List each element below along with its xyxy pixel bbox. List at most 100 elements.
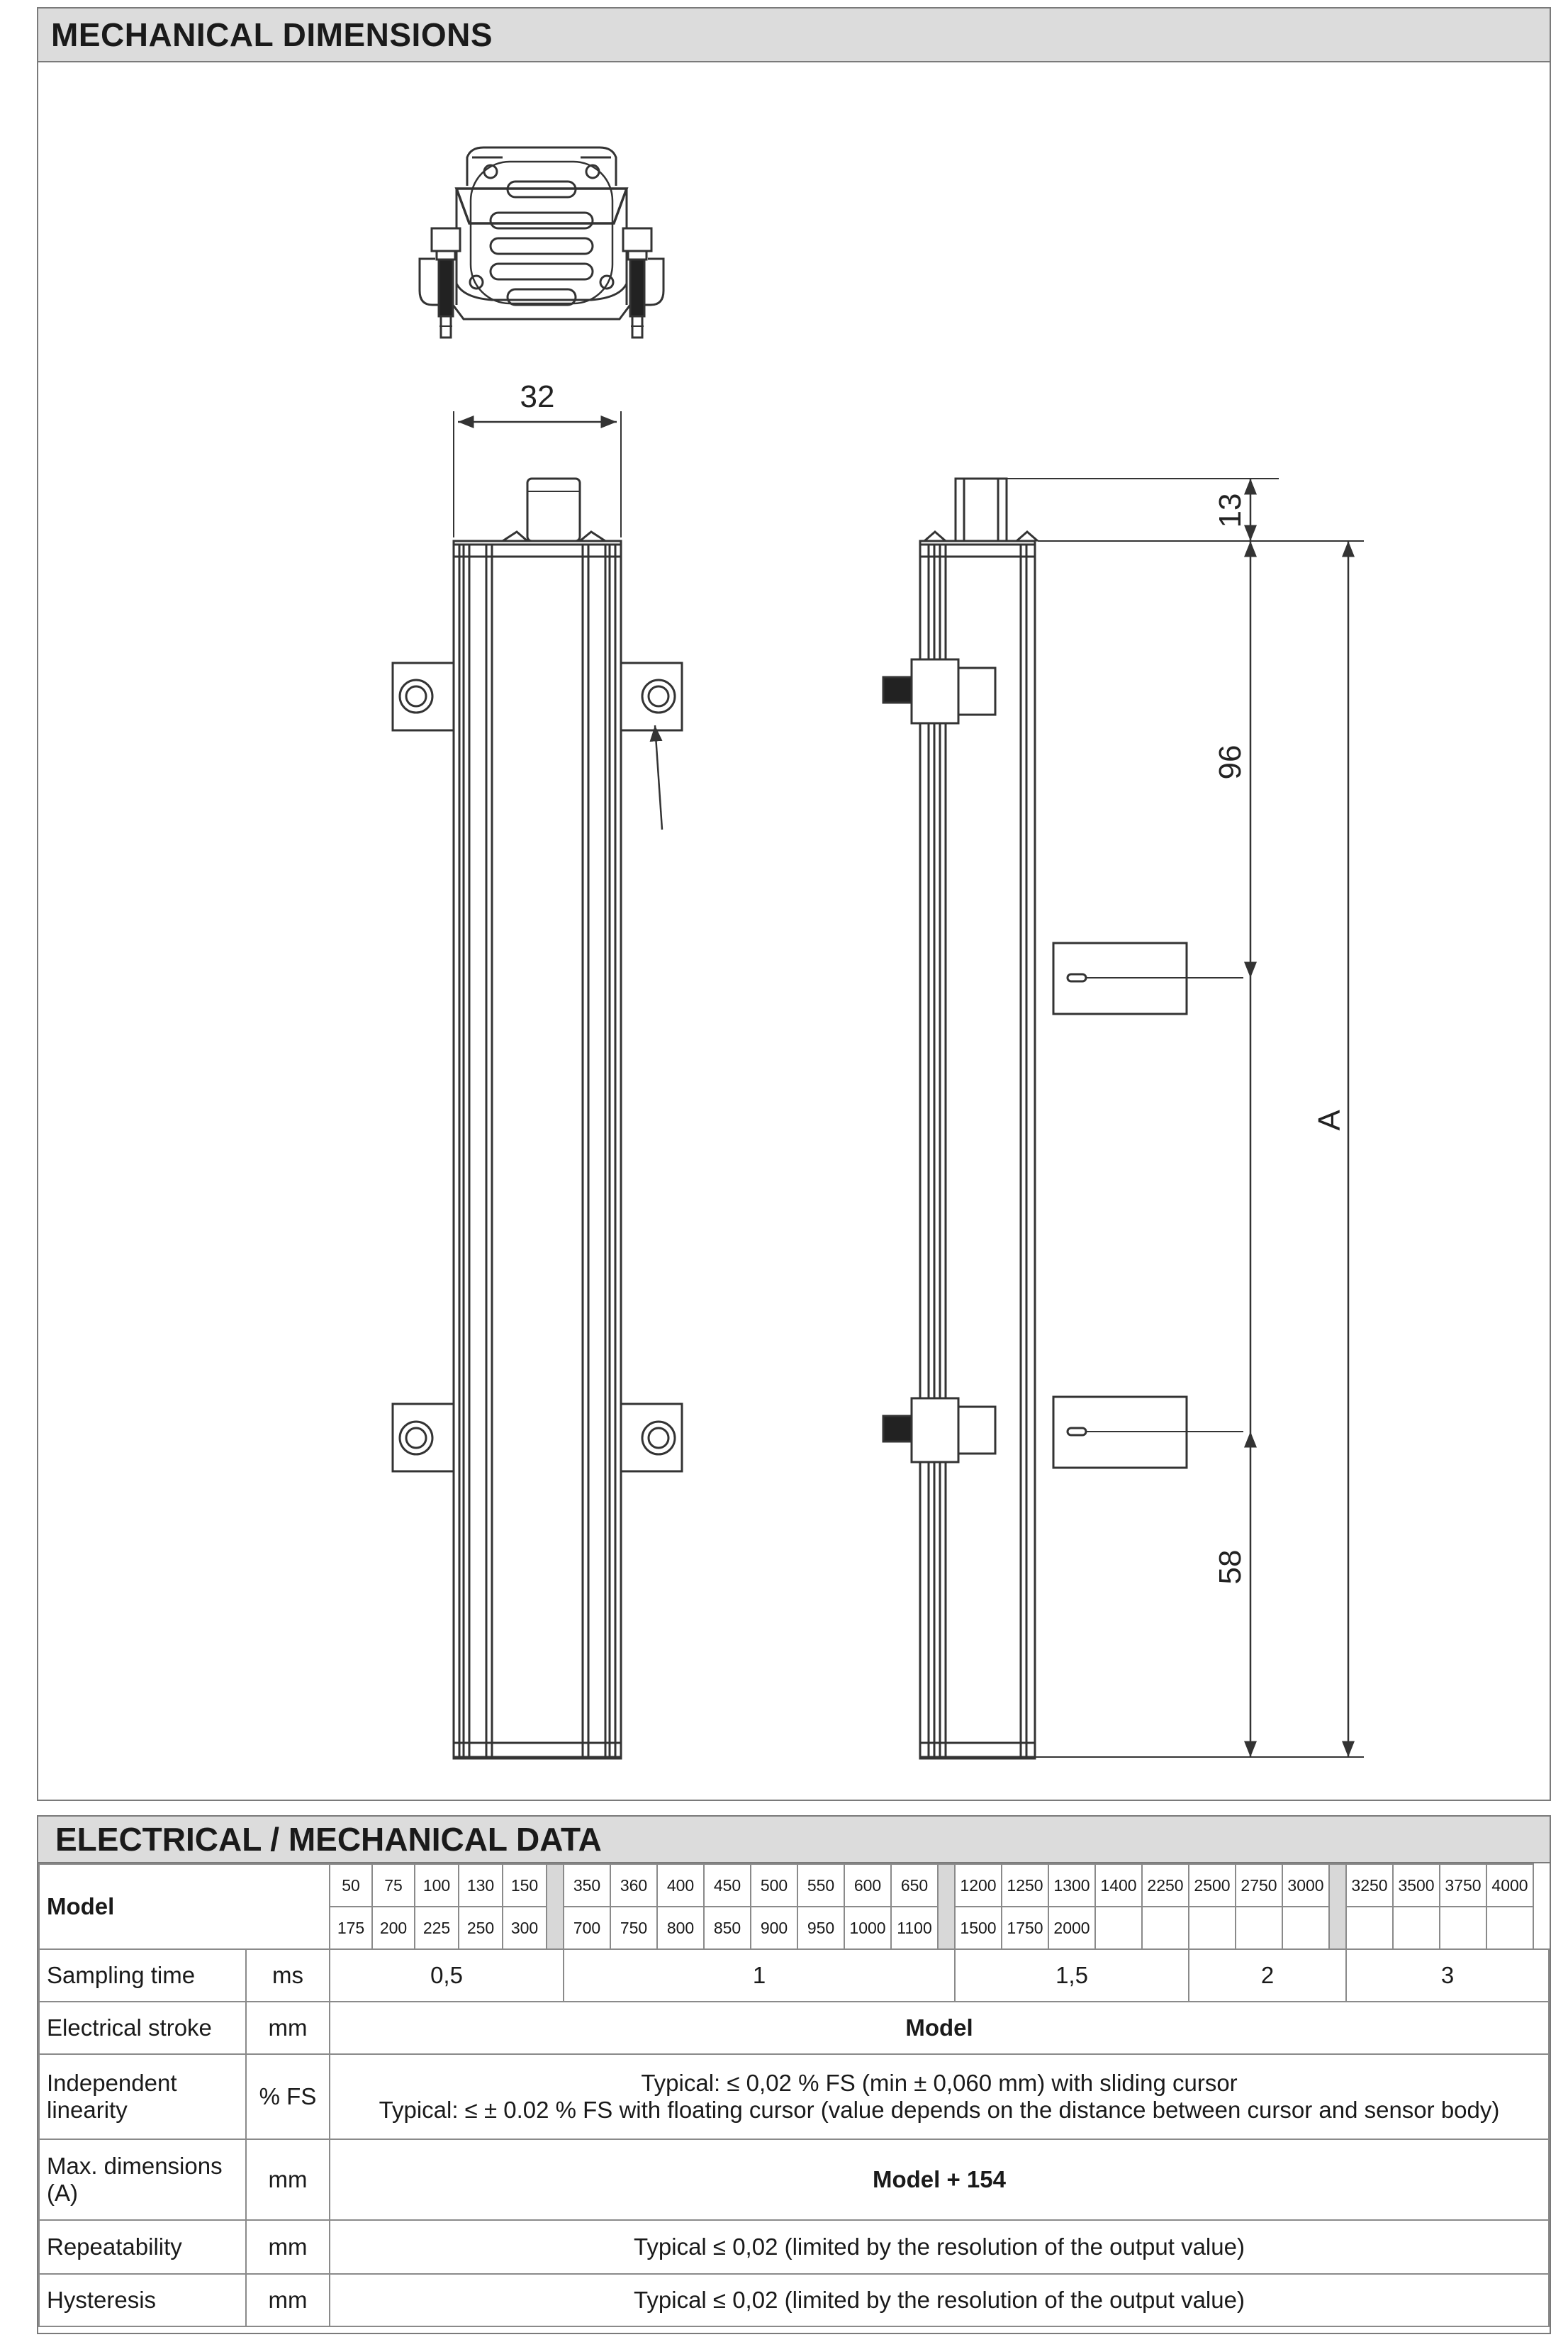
model-cell: 3000 — [1282, 1863, 1331, 1907]
model-cell: 2250 — [1141, 1863, 1190, 1907]
sampling-time-row: Sampling time ms 0,5 1 1,5 2 3 — [38, 1948, 1550, 2002]
sampling-time-label: Sampling time — [38, 1948, 247, 2002]
linearity-value: Typical: ≤ 0,02 % FS (min ± 0,060 mm) wi… — [329, 2053, 1550, 2140]
max-dimensions-value: Model + 154 — [329, 2139, 1550, 2221]
model-cell: 130 — [458, 1863, 504, 1907]
dim-bottom-label: 58 — [1213, 1550, 1248, 1585]
repeatability-row: Repeatability mm Typical ≤ 0,02 (limited… — [38, 2219, 1550, 2275]
model-cell — [1282, 1906, 1331, 1950]
model-cell: 50 — [329, 1863, 374, 1907]
model-cell: 350 — [563, 1863, 612, 1907]
electrical-mechanical-data-panel: ELECTRICAL / MECHANICAL DATA Model 50 75… — [37, 1815, 1551, 2334]
max-dimensions-label: Max. dimensions (A) — [38, 2139, 247, 2221]
hysteresis-row: Hysteresis mm Typical ≤ 0,02 (limited by… — [38, 2273, 1550, 2327]
model-cell: 1250 — [1001, 1863, 1050, 1907]
model-cell: 360 — [610, 1863, 659, 1907]
front-view — [391, 411, 683, 1760]
model-cell: 650 — [890, 1863, 939, 1907]
model-cell: 250 — [458, 1906, 504, 1950]
end-view — [418, 146, 665, 339]
group-separator — [546, 1863, 565, 1950]
linearity-row: Independent linearity % FS Typical: ≤ 0,… — [38, 2053, 1550, 2140]
model-cell — [1188, 1906, 1237, 1950]
model-cell: 450 — [703, 1863, 752, 1907]
model-cell — [1141, 1906, 1190, 1950]
model-row-1: Model 50 75 100 130 150 350 360 400 450 … — [38, 1863, 1549, 1950]
model-cell — [1345, 1906, 1394, 1950]
repeatability-label: Repeatability — [38, 2219, 247, 2275]
sampling-time-unit: ms — [245, 1948, 331, 2002]
model-cell — [1392, 1906, 1441, 1950]
hysteresis-label: Hysteresis — [38, 2273, 247, 2327]
repeatability-value: Typical ≤ 0,02 (limited by the resolutio… — [329, 2219, 1550, 2275]
hysteresis-value: Typical ≤ 0,02 (limited by the resolutio… — [329, 2273, 1550, 2327]
repeatability-unit: mm — [245, 2219, 331, 2275]
data-section-title: ELECTRICAL / MECHANICAL DATA — [38, 1817, 1550, 1863]
model-cell: 2500 — [1188, 1863, 1237, 1907]
model-cell: 1000 — [844, 1906, 892, 1950]
sampling-value-group-5: 3 — [1345, 1948, 1550, 2002]
model-cell — [1486, 1906, 1535, 1950]
dim-width-label: 32 — [520, 379, 555, 414]
model-cell: 1400 — [1094, 1863, 1143, 1907]
model-cell: 850 — [703, 1906, 752, 1950]
model-cell: 1750 — [1001, 1906, 1050, 1950]
max-dimensions-row: Max. dimensions (A) mm Model + 154 — [38, 2139, 1550, 2221]
model-cell: 800 — [656, 1906, 705, 1950]
sampling-value-group-1: 0,5 — [329, 1948, 565, 2002]
electrical-stroke-unit: mm — [245, 2001, 331, 2055]
model-cell: 175 — [329, 1906, 374, 1950]
model-cell: 150 — [502, 1863, 548, 1907]
group-separator — [937, 1863, 956, 1950]
model-cell: 300 — [502, 1906, 548, 1950]
electrical-stroke-label: Electrical stroke — [38, 2001, 247, 2055]
model-cell: 700 — [563, 1906, 612, 1950]
model-cell — [1439, 1906, 1488, 1950]
mechanical-dimensions-title: MECHANICAL DIMENSIONS — [38, 9, 1550, 62]
linearity-line-1: Typical: ≤ 0,02 % FS (min ± 0,060 mm) wi… — [641, 2070, 1238, 2096]
sampling-value-group-3: 1,5 — [954, 1948, 1190, 2002]
model-cell: 100 — [414, 1863, 460, 1907]
sampling-value-group-2: 1 — [563, 1948, 956, 2002]
model-cell: 1100 — [890, 1906, 939, 1950]
electrical-stroke-value: Model — [329, 2001, 1550, 2055]
linearity-unit: % FS — [245, 2053, 331, 2140]
linearity-line-2: Typical: ≤ ± 0.02 % FS with floating cur… — [379, 2097, 1500, 2123]
model-cell: 750 — [610, 1906, 659, 1950]
side-view — [882, 477, 1364, 1760]
model-cell: 2000 — [1048, 1906, 1097, 1950]
model-row-2: 175 200 225 250 300 700 750 800 850 900 … — [39, 1906, 1549, 1950]
model-cell: 1300 — [1048, 1863, 1097, 1907]
model-cell: 500 — [750, 1863, 799, 1907]
technical-drawing: 32 13 96 58 A — [38, 64, 1550, 1800]
model-cell — [1094, 1906, 1143, 1950]
mechanical-dimensions-panel: MECHANICAL DIMENSIONS — [37, 7, 1551, 1801]
model-cell: 200 — [371, 1906, 416, 1950]
model-cell: 75 — [371, 1863, 416, 1907]
dim-total-label: A — [1312, 1110, 1347, 1131]
model-cell: 400 — [656, 1863, 705, 1907]
model-cell: 225 — [414, 1906, 460, 1950]
model-cell: 3500 — [1392, 1863, 1441, 1907]
model-cell: 550 — [797, 1863, 846, 1907]
model-cell — [1235, 1906, 1284, 1950]
model-cell: 900 — [750, 1906, 799, 1950]
dim-first-label: 96 — [1213, 745, 1248, 780]
sampling-value-group-4: 2 — [1188, 1948, 1348, 2002]
spec-table: Model 50 75 100 130 150 350 360 400 450 … — [38, 1863, 1550, 2327]
model-cell: 4000 — [1486, 1863, 1535, 1907]
model-cell: 950 — [797, 1906, 846, 1950]
model-cell: 600 — [844, 1863, 892, 1907]
group-separator — [1328, 1863, 1348, 1950]
model-cell: 3250 — [1345, 1863, 1394, 1907]
electrical-stroke-row: Electrical stroke mm Model — [38, 2001, 1550, 2055]
model-cell: 1500 — [954, 1906, 1003, 1950]
hysteresis-unit: mm — [245, 2273, 331, 2327]
model-cell: 1200 — [954, 1863, 1003, 1907]
linearity-label: Independent linearity — [38, 2053, 247, 2140]
model-cell: 2750 — [1235, 1863, 1284, 1907]
max-dimensions-unit: mm — [245, 2139, 331, 2221]
dim-top-label: 13 — [1213, 494, 1248, 528]
model-label: Model — [38, 1863, 331, 1950]
model-cell: 3750 — [1439, 1863, 1488, 1907]
